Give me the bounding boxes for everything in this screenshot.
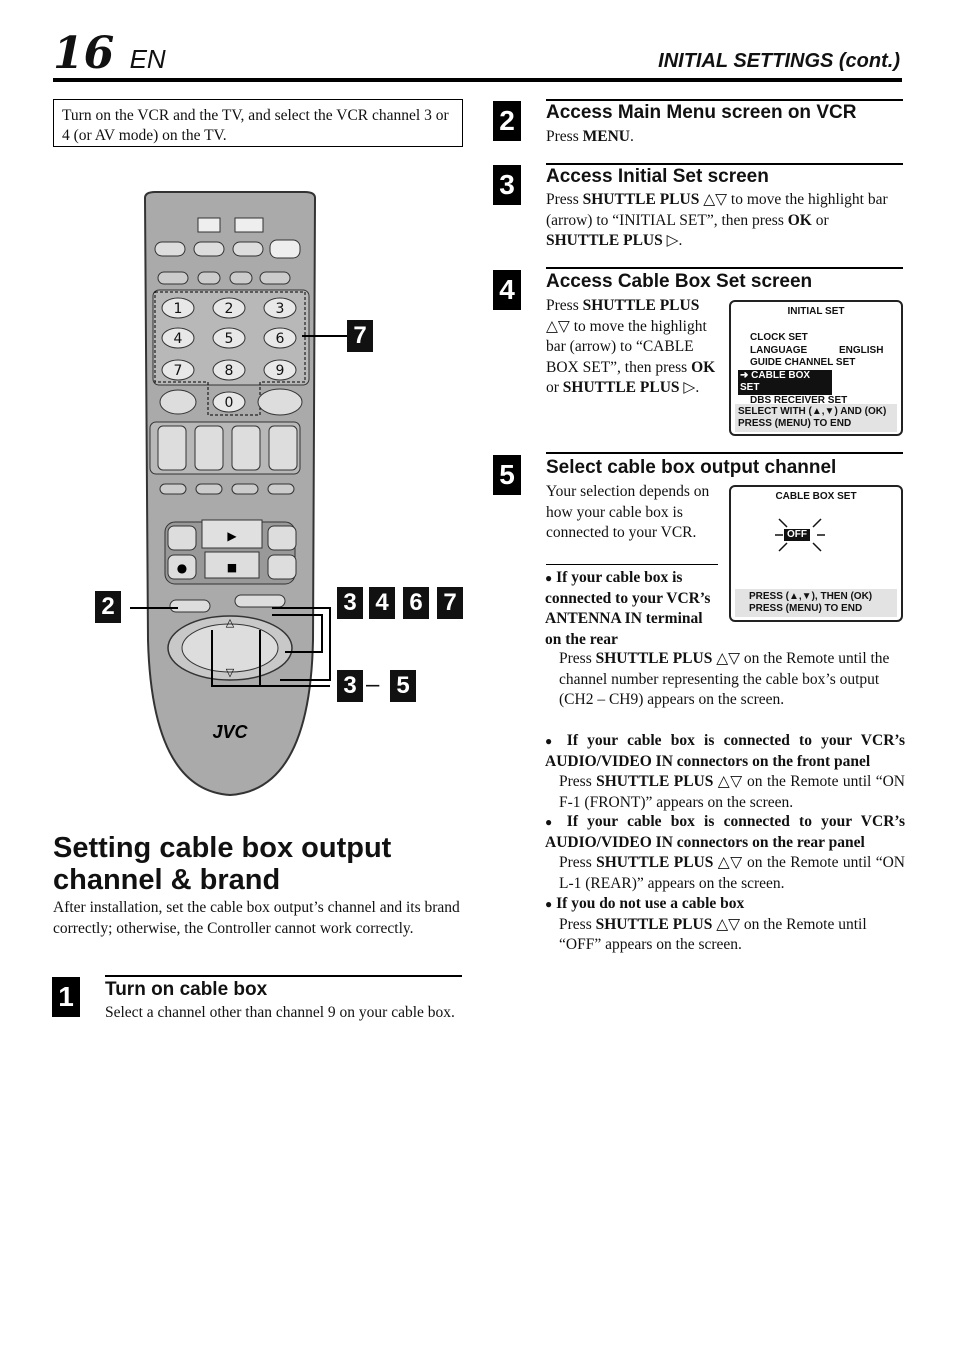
step-2-rule: [546, 99, 903, 101]
key-5: 5: [225, 331, 234, 347]
osd-cable-value: OFF: [784, 529, 810, 541]
bullet-2: ● If your cable box is connected to your…: [545, 732, 906, 811]
step-4-title: Access Cable Box Set screen: [546, 271, 813, 292]
svg-text:■: ■: [227, 561, 237, 574]
step-4-badge: 4: [493, 270, 521, 310]
remote-illustration: 1 2 3 4 5 6 7 8 9 0 ▶ ● ■ △ ▽ JVC: [125, 190, 470, 815]
step-5-divider: [546, 564, 718, 565]
step-1-rule: [105, 975, 462, 977]
callout-step-2: 2: [95, 591, 121, 623]
svg-text:▽: ▽: [226, 666, 235, 679]
step-5-text: Your selection depends on how your cable…: [546, 483, 710, 541]
section-header: INITIAL SETTINGS (cont.): [658, 50, 900, 72]
osd-cable-box-set: CABLE BOX SET OFF PRESS (▲,▼), THEN (OK)…: [729, 485, 903, 622]
key-7: 7: [174, 363, 183, 379]
callout-step-7: 7: [347, 320, 373, 352]
osd-item-dbs: DBS RECEIVER SET: [750, 394, 848, 406]
step-1-title: Turn on cable box: [105, 979, 268, 1000]
step-3-text: Press SHUTTLE PLUS △▽ to move the highli…: [546, 191, 888, 249]
key-4: 4: [174, 331, 183, 347]
osd-blink-icon: [775, 518, 825, 552]
step-3-badge: 3: [493, 165, 521, 205]
header-rule: [53, 78, 902, 82]
bullet-4: ● If you do not use a cable box Press SH…: [545, 895, 867, 953]
svg-text:▶: ▶: [227, 529, 237, 543]
step-2-badge: 2: [493, 101, 521, 141]
step-3-rule: [546, 163, 903, 165]
step-4-rule: [546, 267, 903, 269]
osd-item-guide: GUIDE CHANNEL SET: [750, 357, 856, 368]
step-5-badge: 5: [493, 455, 521, 495]
remote-brand-logo: JVC: [212, 722, 248, 742]
key-1: 1: [174, 301, 183, 317]
step-5-rule: [546, 452, 903, 454]
key-9: 9: [276, 363, 285, 379]
bullet-3: ● If your cable box is connected to your…: [545, 813, 906, 892]
step-5-title: Select cable box output channel: [546, 457, 837, 478]
callout-range-dash: –: [366, 671, 380, 698]
callout-step-6: 6: [403, 587, 429, 619]
key-6: 6: [276, 331, 285, 347]
osd-cable-footer: PRESS (▲,▼), THEN (OK) PRESS (MENU) TO E…: [735, 589, 897, 617]
step-2-text: Press MENU.: [546, 128, 634, 145]
callout-step-3: 3: [337, 587, 363, 619]
callout-step-4: 4: [369, 587, 395, 619]
step-1-text: Select a channel other than channel 9 on…: [105, 1004, 455, 1021]
page-number: 16 EN: [53, 28, 166, 85]
key-3: 3: [276, 301, 285, 317]
key-0: 0: [225, 395, 234, 411]
bullet-1-body: Press SHUTTLE PLUS △▽ on the Remote unti…: [559, 650, 890, 708]
page-language: EN: [129, 44, 166, 74]
callout-step-7b: 7: [437, 587, 463, 619]
step-4-text: Press SHUTTLE PLUS △▽ to move the highli…: [546, 297, 716, 396]
step-1-badge: 1: [52, 977, 80, 1017]
step-3-title: Access Initial Set screen: [546, 166, 769, 187]
osd-item-cable-selected: ➜ CABLE BOX SET: [738, 369, 832, 395]
bullet-1-head: ● If your cable box is connected to your…: [545, 569, 711, 648]
page-number-value: 16: [53, 28, 115, 79]
callout-range-end: 5: [390, 670, 416, 702]
osd-initial-title: INITIAL SET: [787, 306, 845, 317]
key-8: 8: [225, 363, 234, 379]
key-2: 2: [225, 301, 234, 317]
note-box: Turn on the VCR and the TV, and select t…: [53, 99, 463, 147]
step-2-title: Access Main Menu screen on VCR: [546, 102, 857, 123]
osd-item-clock: CLOCK SET: [750, 332, 808, 343]
svg-text:●: ●: [177, 561, 187, 575]
osd-cable-title: CABLE BOX SET: [775, 491, 857, 502]
section-title: Setting cable box output channel & brand: [53, 832, 392, 896]
osd-initial-footer: SELECT WITH (▲,▼) AND (OK) PRESS (MENU) …: [735, 404, 897, 432]
intro-text: After installation, set the cable box ou…: [53, 899, 460, 937]
svg-text:△: △: [226, 616, 235, 629]
callout-range-start: 3: [337, 670, 363, 702]
